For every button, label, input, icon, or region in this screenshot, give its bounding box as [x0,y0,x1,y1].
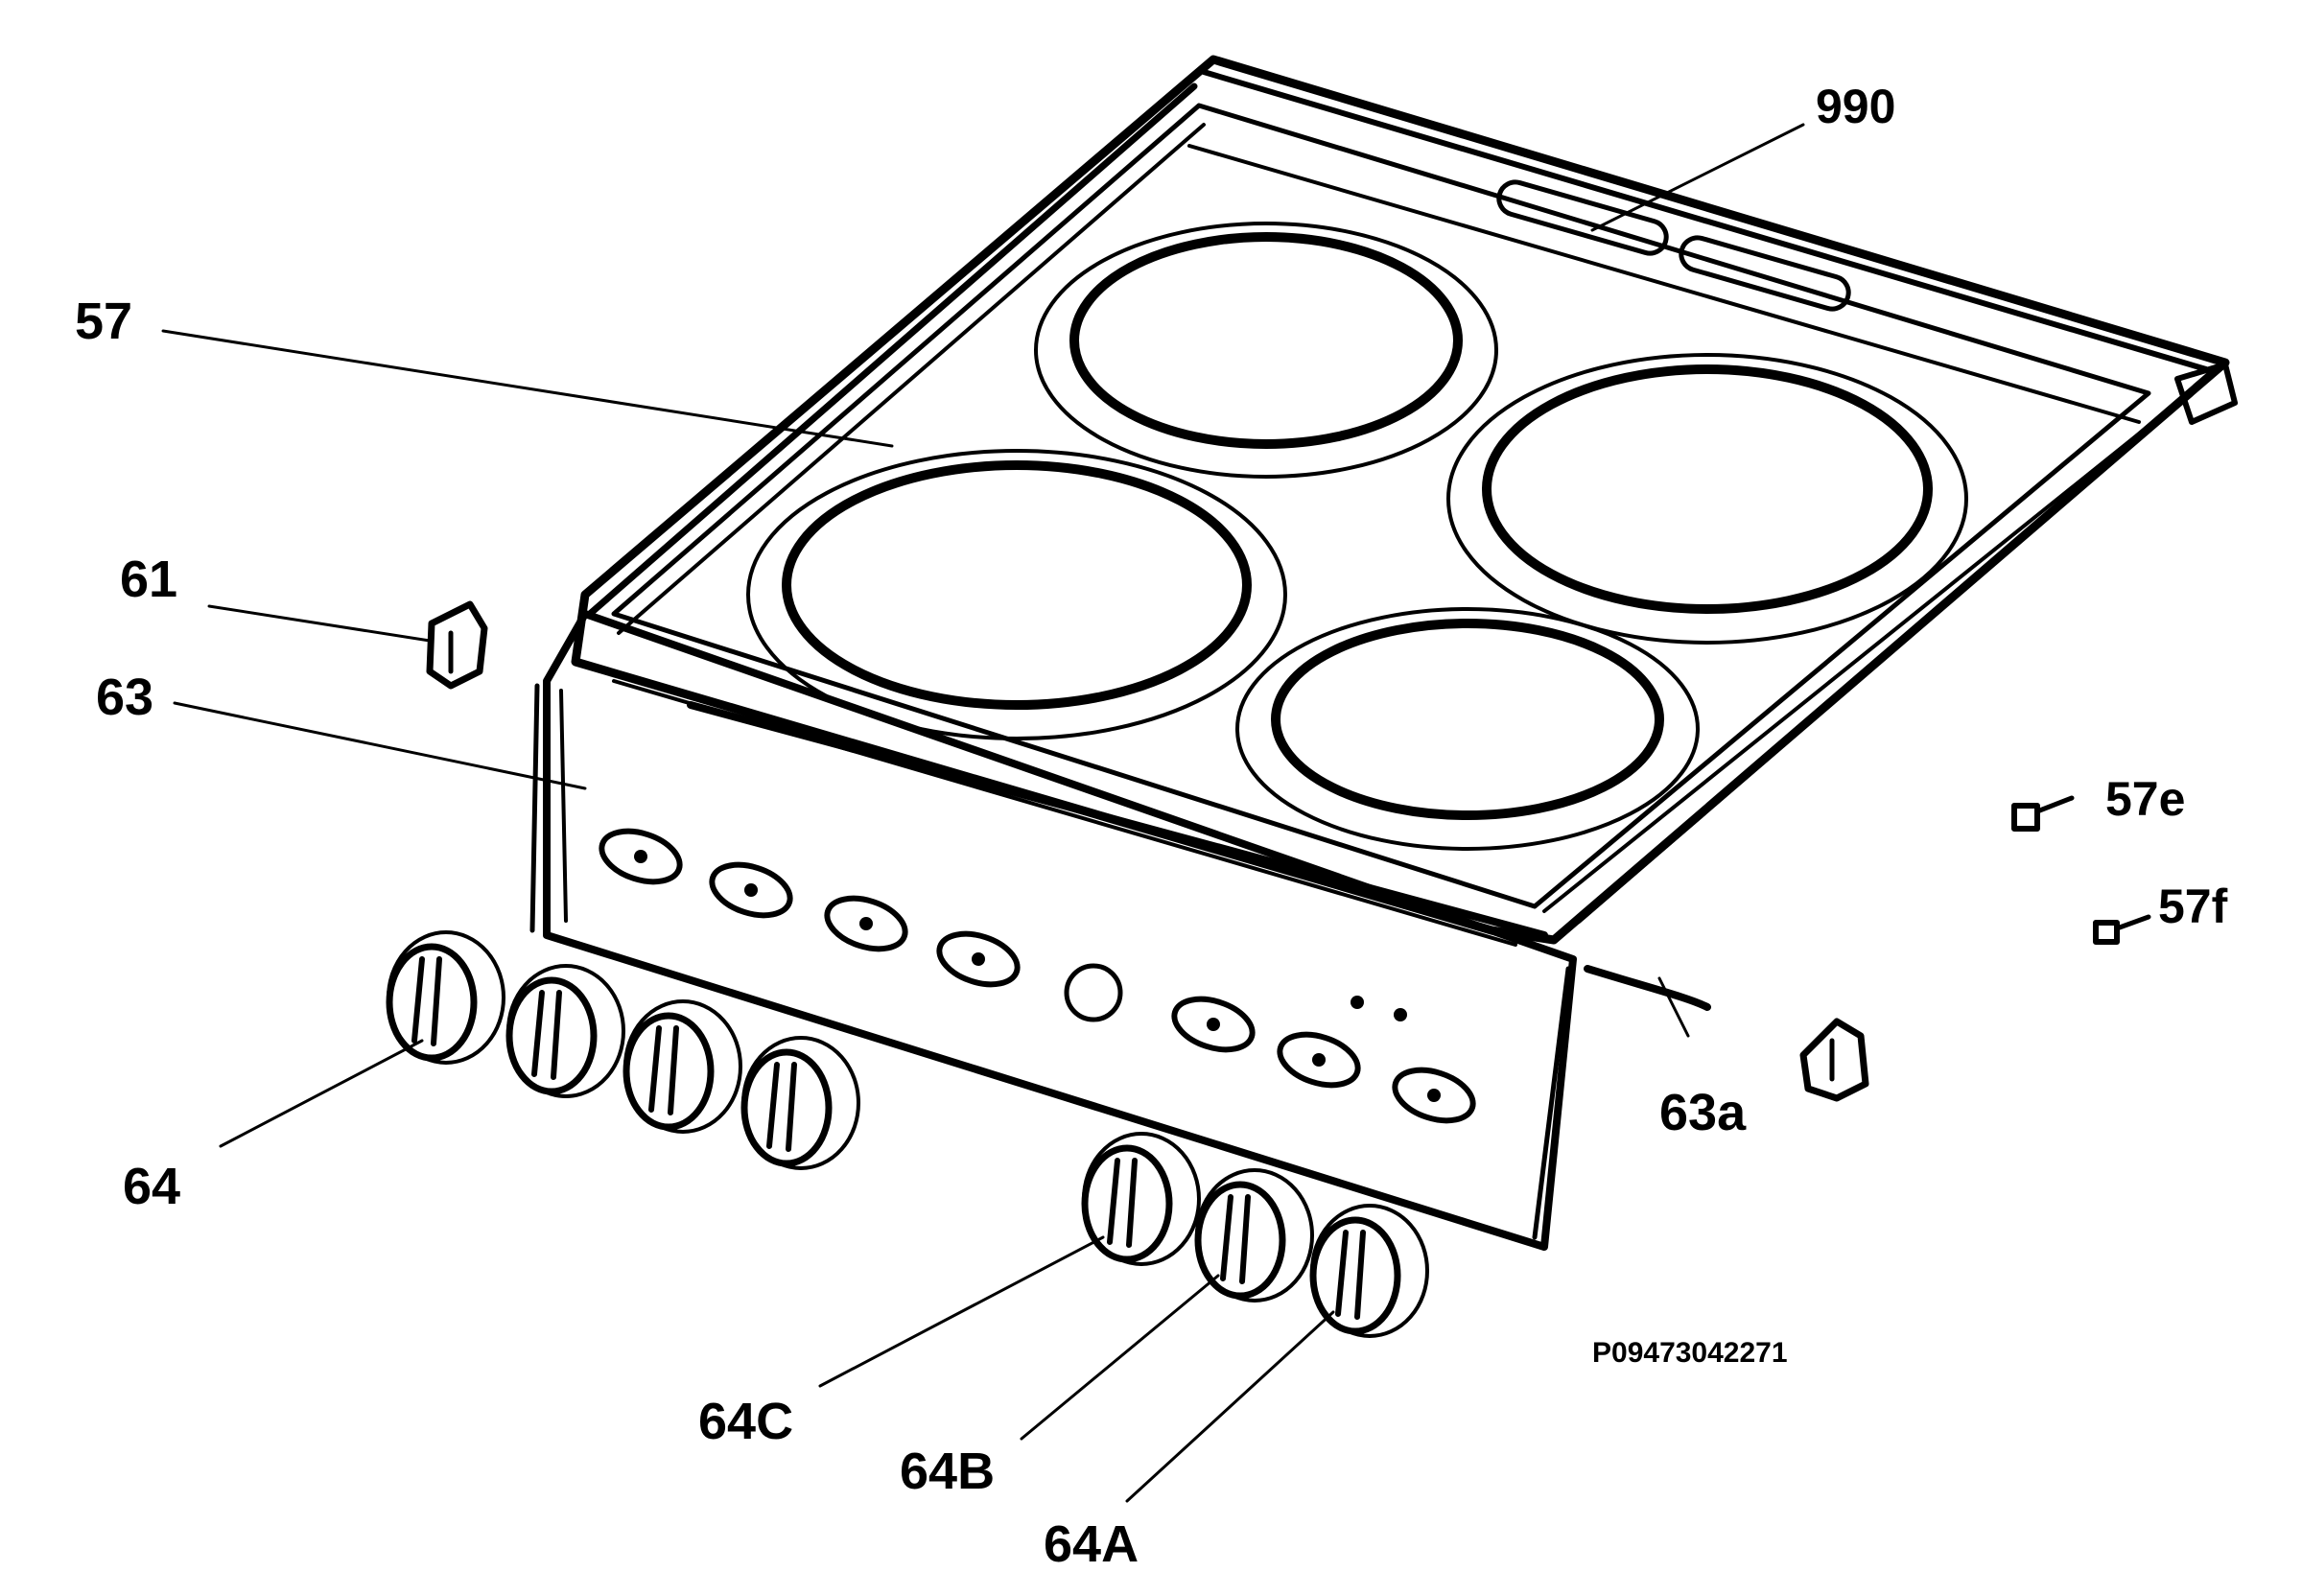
clip-part-right [1799,1018,1869,1102]
callout-63a: 63a [1659,1084,1747,1141]
leader-lines [161,123,1805,1503]
callout-57f: 57f [2158,880,2228,933]
callout-64A: 64A [1044,1515,1139,1573]
callout-labels: 990 57 61 63 57e 57f 63a 64 64C 64B 64A … [75,80,2228,1573]
hotplate-front-right [1235,607,1700,851]
clip-part-61 [426,600,488,690]
knob [622,999,742,1134]
knob [386,930,505,1065]
control-panel [529,610,1577,1251]
panel-knob-socket [599,828,1476,1124]
hotplate-back-left [1034,222,1498,479]
knob-group-left [386,930,860,1170]
screw-part-57e [2011,795,2075,832]
callout-990: 990 [1816,80,1895,133]
callout-63: 63 [96,669,153,726]
callout-57: 57 [75,293,132,350]
knob [1194,1168,1314,1303]
knob [1081,1132,1201,1266]
hotplate-back-right [1446,353,1968,645]
callout-64: 64 [123,1158,180,1215]
knob [740,1036,860,1170]
callout-64B: 64B [900,1443,995,1500]
callout-64C: 64C [698,1393,793,1450]
callout-61: 61 [120,551,177,608]
drawing-reference-number: P09473042271 [1592,1337,1788,1369]
screw-part-57f [2093,914,2151,945]
knob [505,964,625,1098]
cable [1584,965,1711,1011]
hotplate-front-left [746,449,1287,740]
indicator-lamp [1064,963,1123,1022]
callout-57e: 57e [2105,772,2185,826]
knob [1309,1204,1429,1338]
knob-group-right [1081,1132,1429,1338]
